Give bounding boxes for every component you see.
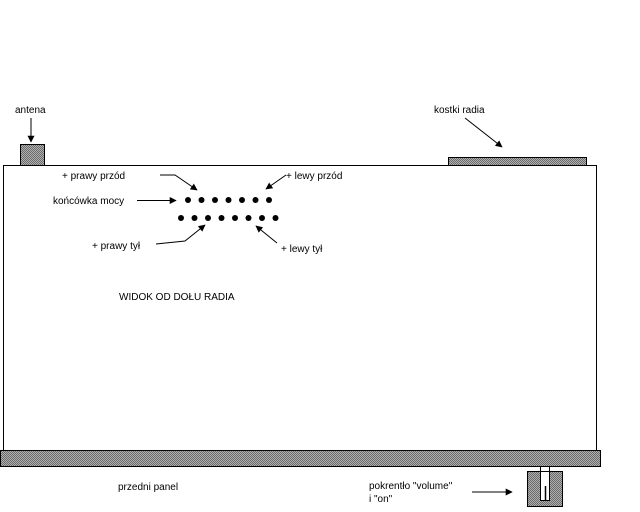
connector-pin [239, 197, 245, 203]
volume-knob-label-line2: i "on" [369, 494, 393, 505]
rear-right-plus-label: + prawy tył [92, 241, 141, 252]
radio-connectors-label: kostki radia [434, 105, 485, 116]
volume-knob-shaft [540, 466, 550, 501]
front-right-plus-label: + prawy przód [62, 171, 125, 182]
connector-pin [191, 215, 198, 221]
connector-pin [272, 215, 279, 221]
connector-pin [212, 197, 218, 203]
rear-left-plus-label: + lewy tył [281, 244, 323, 255]
volume-knob-label-line1: pokrentło "volume" [369, 481, 453, 492]
front-left-plus-arrow [265, 174, 287, 190]
front-panel-label: przedni panel [118, 482, 178, 493]
front-left-plus-label: + lewy przód [286, 171, 342, 182]
antenna-label: antena [15, 105, 46, 116]
connector-pin [225, 197, 232, 203]
connector-pin [205, 215, 211, 221]
rear-right-plus-arrow [155, 224, 206, 245]
connector-pin [266, 197, 272, 203]
connector-pin [259, 215, 265, 221]
front-panel-bar [0, 450, 601, 467]
antenna-connector [20, 144, 45, 166]
rear-left-plus-arrow [255, 225, 278, 244]
connector-top-row [185, 197, 272, 203]
connector-pin [218, 215, 225, 221]
diagram-title: WIDOK OD DOŁU RADIA [119, 292, 235, 303]
radio-connectors-block [448, 157, 587, 166]
connector-bottom-row [178, 215, 279, 221]
front-right-plus-arrow [160, 174, 198, 191]
connector-pin [178, 215, 184, 221]
radio-body [3, 165, 597, 451]
connector-pin [232, 215, 238, 221]
connector-pin [185, 197, 191, 203]
radio-connectors-arrow [464, 117, 503, 148]
power-amp-output-label: końcówka mocy [53, 196, 124, 207]
connector-pin [245, 215, 252, 221]
connector-pin [198, 197, 205, 203]
connector-pin [252, 197, 259, 203]
